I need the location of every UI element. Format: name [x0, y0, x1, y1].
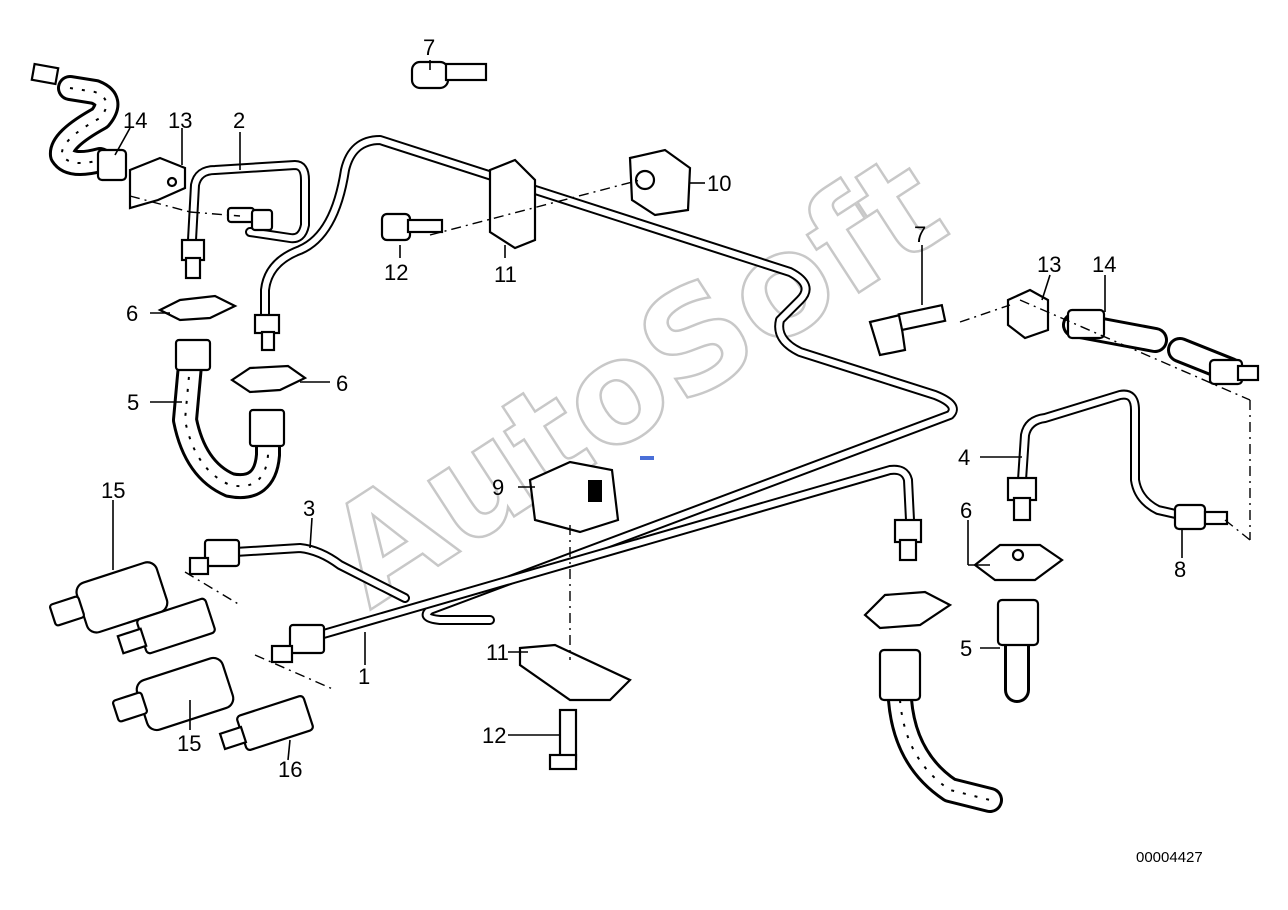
callout-12-top: 12 [384, 260, 408, 285]
callout-14-left: 14 [123, 108, 147, 133]
callout-5-left: 5 [127, 390, 139, 415]
callout-15-top: 15 [101, 478, 125, 503]
callout-7-right: 7 [914, 222, 926, 247]
callout-16: 16 [278, 757, 302, 782]
callout-11-bottom: 11 [486, 640, 509, 665]
callout-6-left-lower: 6 [336, 371, 348, 396]
brake-pipes [187, 135, 1185, 640]
callout-3: 3 [303, 496, 315, 521]
callout-13-left: 13 [168, 108, 192, 133]
callout-4: 4 [958, 445, 970, 470]
callout-13-right: 13 [1037, 252, 1061, 277]
callout-1: 1 [358, 664, 370, 689]
callout-labels: 14 13 2 7 10 12 11 6 6 5 7 13 14 4 9 15 … [101, 35, 1186, 782]
callout-2: 2 [233, 108, 245, 133]
callout-9: 9 [492, 475, 504, 500]
callout-6-left-upper: 6 [126, 301, 138, 326]
callout-8: 8 [1174, 557, 1186, 582]
callout-6-right: 6 [960, 498, 972, 523]
document-number: 00004427 [1136, 849, 1203, 866]
callout-7-top: 7 [423, 35, 435, 60]
parts-15-16 [49, 561, 314, 751]
fittings [30, 60, 1260, 771]
callout-5-right: 5 [960, 636, 972, 661]
leader-lines [112, 60, 1183, 761]
marker-dash [640, 456, 654, 460]
callout-14-right: 14 [1092, 252, 1116, 277]
callout-10: 10 [707, 171, 731, 196]
callout-12-bottom: 12 [482, 723, 506, 748]
alignment-lines [129, 179, 1251, 691]
callout-11-top: 11 [494, 262, 517, 287]
callout-15-bottom: 15 [177, 731, 201, 756]
